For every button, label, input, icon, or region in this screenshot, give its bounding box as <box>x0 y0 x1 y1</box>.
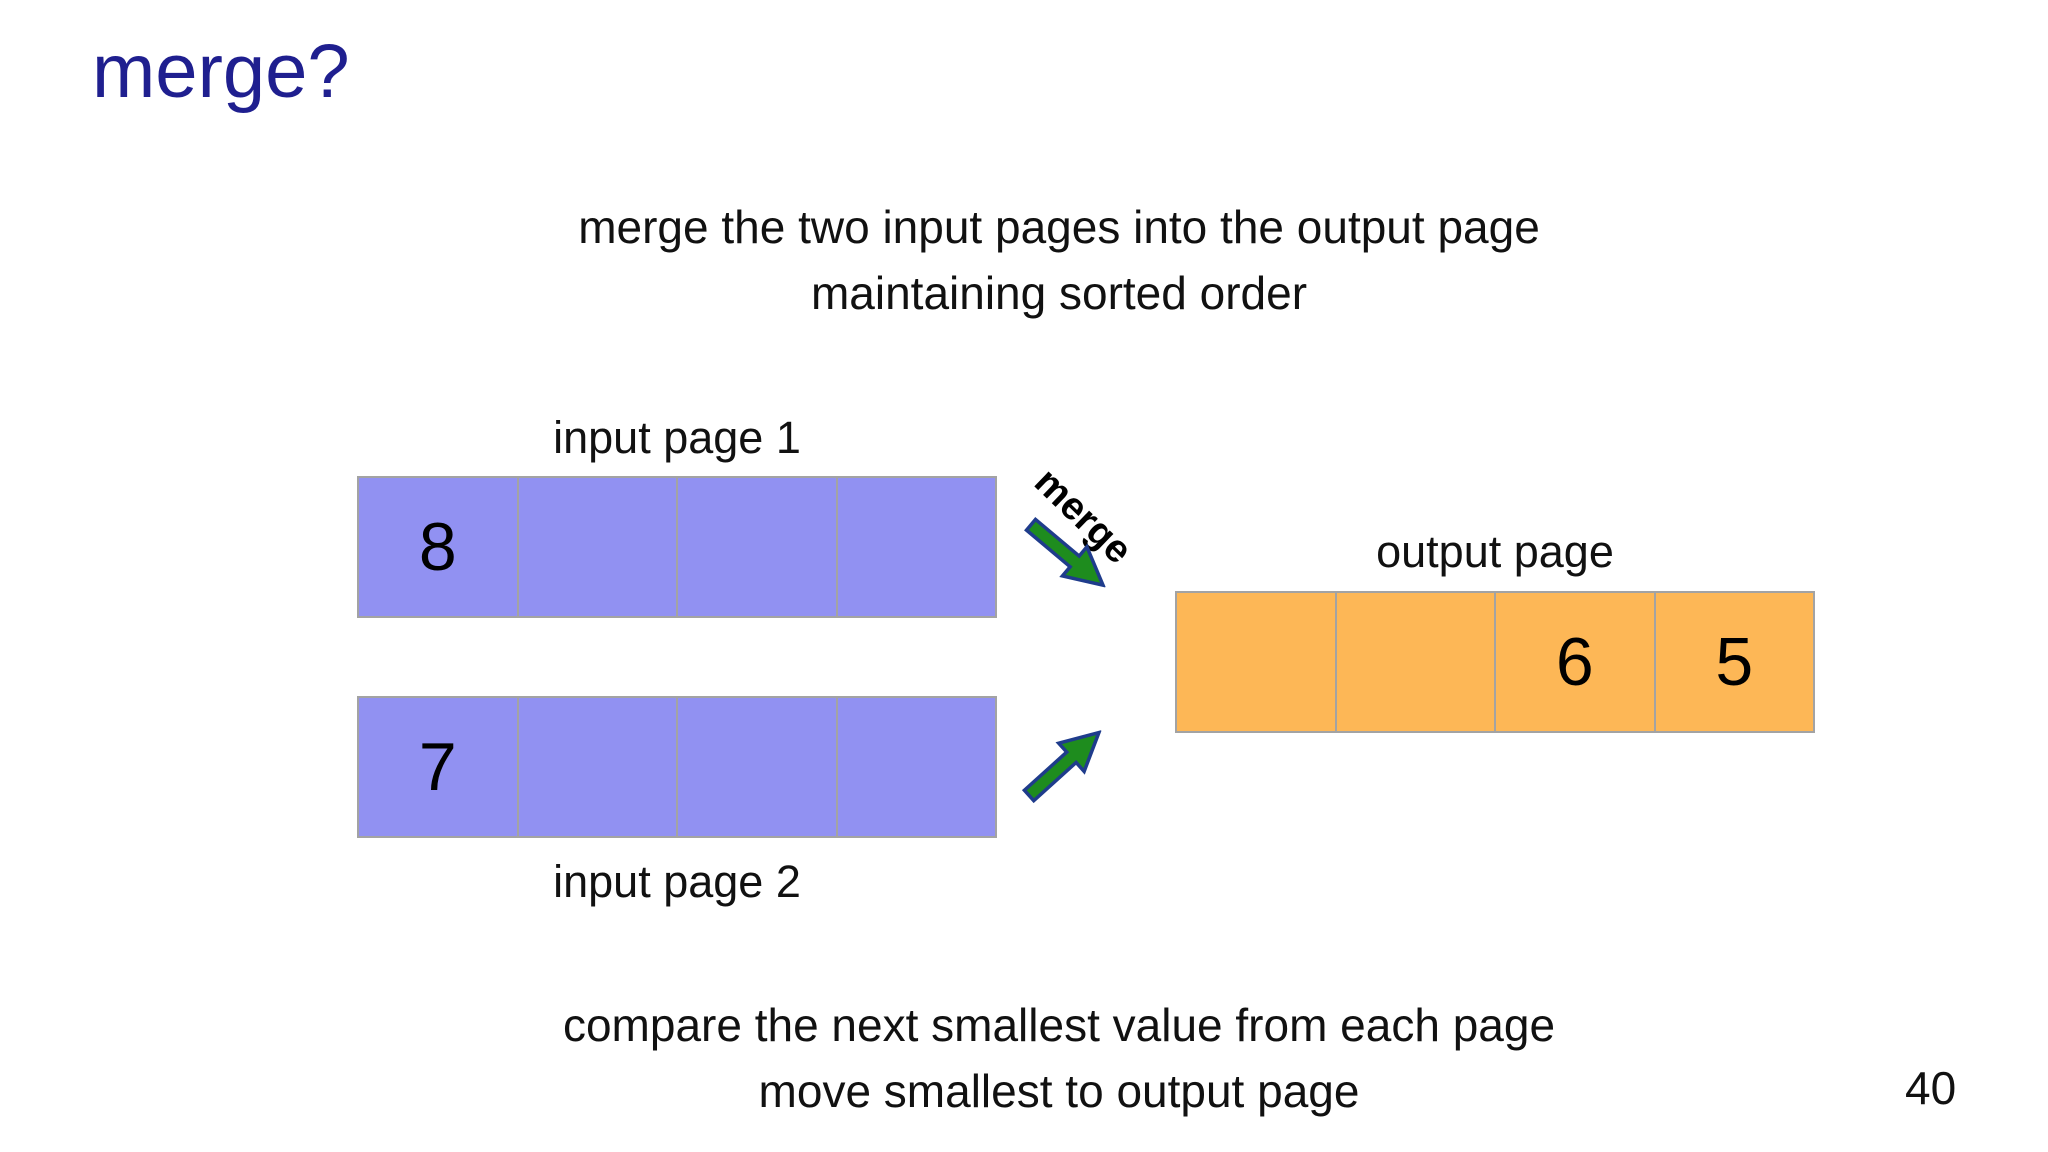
input-page-1-cell-3 <box>678 478 838 616</box>
output-page-label: output page <box>1376 526 1614 577</box>
input-page-1-row: 8 <box>357 476 997 618</box>
input-page-1-label: input page 1 <box>553 412 801 463</box>
slide-title: merge? <box>92 29 350 114</box>
instruction-line-2: maintaining sorted order <box>810 267 1308 319</box>
input-page-1-cell-4 <box>837 478 995 616</box>
footer-note: compare the next smallest value from eac… <box>324 992 1794 1124</box>
footer-line-1: compare the next smallest value from eac… <box>562 999 1556 1051</box>
output-page-cell-3: 6 <box>1496 593 1656 731</box>
input-page-2-cell-3 <box>678 698 838 836</box>
input-page-2-cell-2 <box>518 698 678 836</box>
output-page-row: 6 5 <box>1175 591 1815 733</box>
merge-arrow-bottom-icon <box>1012 714 1116 814</box>
input-page-2-row: 7 <box>357 696 997 838</box>
input-page-2-label: input page 2 <box>553 856 801 907</box>
instruction-text: merge the two input pages into the outpu… <box>324 194 1794 326</box>
footer-line-2: move smallest to output page <box>758 1065 1360 1117</box>
output-page-cell-2 <box>1336 593 1496 731</box>
merge-arrow-top-icon <box>1015 506 1120 604</box>
output-page-cell-1 <box>1177 593 1337 731</box>
input-page-2-cell-4 <box>837 698 995 836</box>
page-number: 40 <box>1905 1062 1957 1114</box>
input-page-2-cell-1: 7 <box>359 698 519 836</box>
input-page-1-cell-2 <box>518 478 678 616</box>
output-page-cell-4: 5 <box>1655 593 1813 731</box>
input-page-1-cell-1: 8 <box>359 478 519 616</box>
instruction-line-1: merge the two input pages into the outpu… <box>578 201 1540 253</box>
